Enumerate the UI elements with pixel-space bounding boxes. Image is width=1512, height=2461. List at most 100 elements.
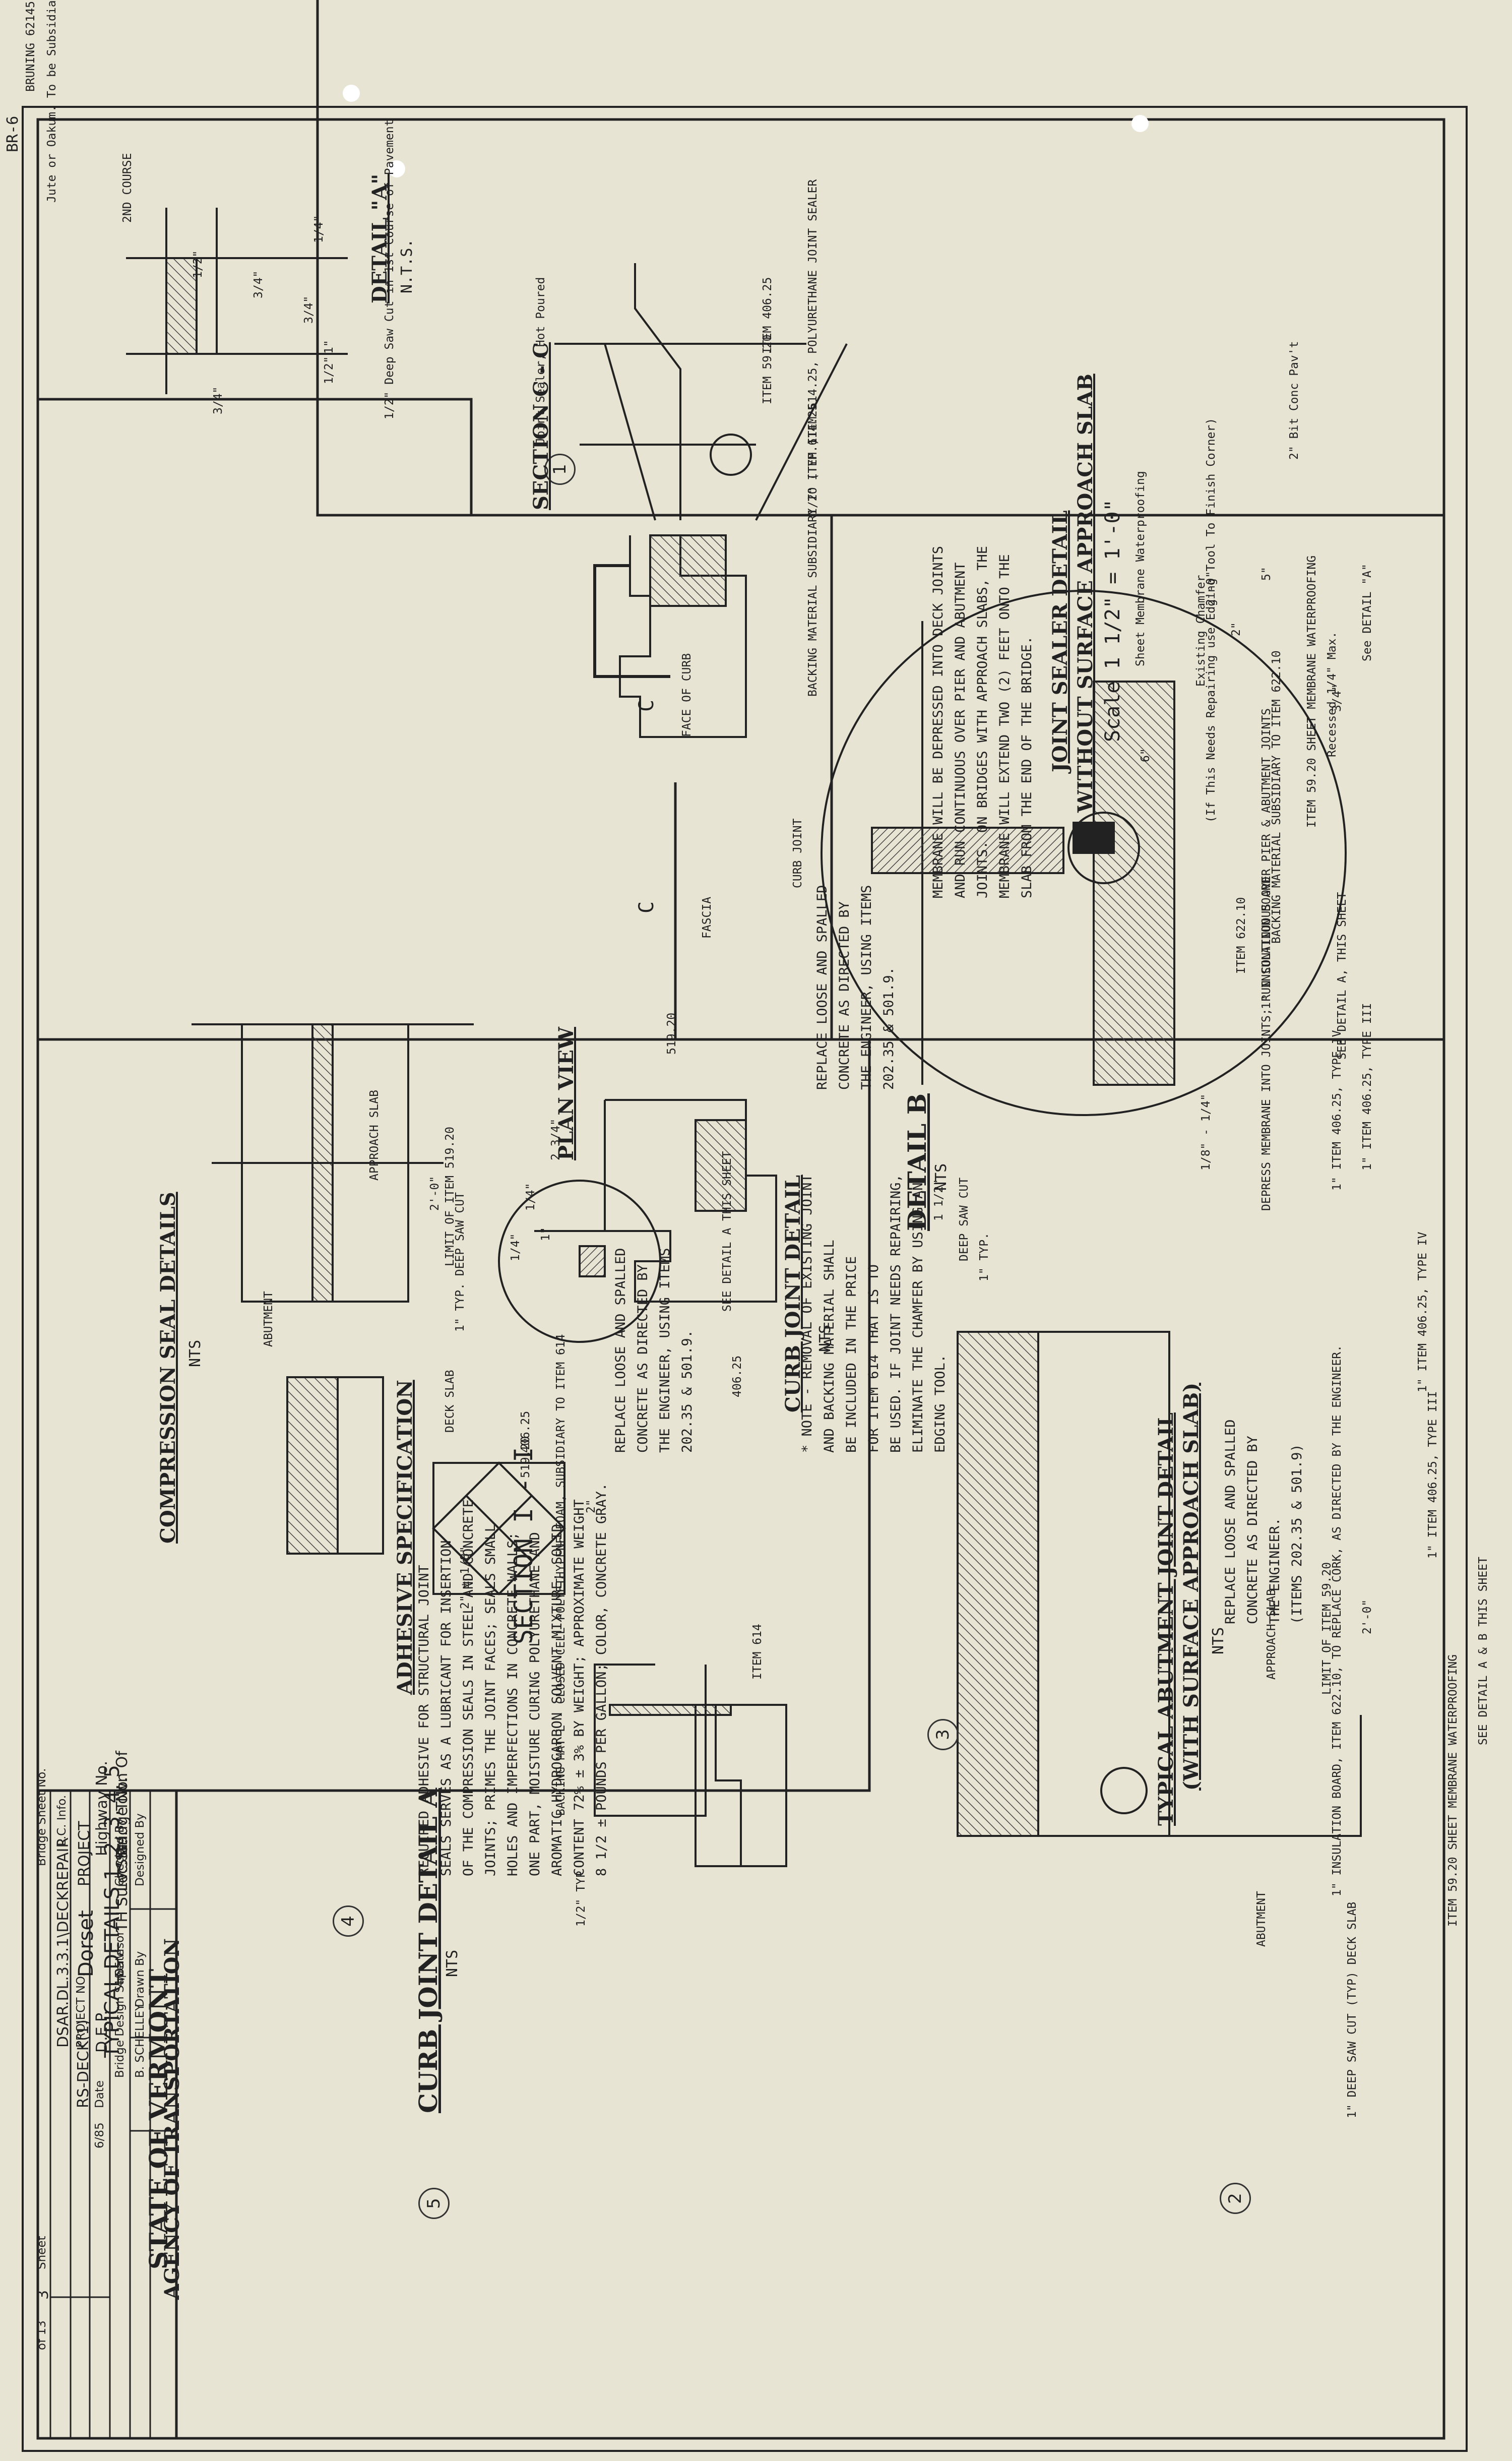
abutment-label: 2'-0": [1361, 1599, 1374, 1634]
abutment-note: REPLACE LOOSE AND SPALLED CONCRETE AS DI…: [1223, 1419, 1305, 1624]
abutment-label: 1" ITEM 406.25, TYPE IV: [1416, 1232, 1429, 1393]
detail-a-scale: N.T.S.: [398, 238, 416, 293]
section-mark: C: [635, 901, 658, 913]
section-cc-title: SECTION C - C: [529, 342, 553, 510]
compression-label: 1" TYP. DEEP SAW CUT: [454, 1192, 467, 1332]
detail-a-label: 1/2" Deep Saw Cut in 1st Course of Pavem…: [383, 119, 396, 419]
joint-sealer-title: JOINT SEALER DETAIL: [1048, 510, 1072, 772]
compression-label: 519.20: [665, 1012, 678, 1055]
punch-hole-1: [343, 85, 360, 102]
abutment-title: TYPICAL ABUTMENT JOINT DETAIL: [1154, 1412, 1178, 1826]
curb-joint-saw-label: DEEP SAW CUT: [958, 1177, 971, 1261]
sheet-id: BR-6: [4, 115, 22, 152]
abutment-label: ITEM 59.20 SHEET MEMBRANE WATERPROOFING: [1446, 1654, 1460, 1927]
title-block-checked-value: TH: [113, 1911, 131, 1932]
compression-title: COMPRESSION SEAL DETAILS: [156, 1192, 180, 1544]
detail-a-label: 1/4": [312, 215, 326, 243]
title-block-sheet-value: 3: [34, 2290, 52, 2300]
joint-sealer-label: 3/4": [1331, 684, 1344, 712]
curb-joint-a-label: BACKING MAT'L - CLOSED CELL POLYETHYLENE…: [554, 1334, 568, 1816]
compression-scale: NTS: [186, 1339, 204, 1367]
joint-sealer-label: 2": [1230, 622, 1243, 636]
detail-a-label: 1/2": [323, 356, 336, 384]
compression-label: 1/4": [509, 1233, 522, 1261]
abutment-subtitle: (WITH SURFACE APPROACH SLAB): [1179, 1382, 1203, 1791]
joint-sealer-scale: Scale 1 1/2" = 1'-0": [1101, 499, 1124, 742]
detail-b-label: 1" ITEM 406.25, TYPE IV: [1331, 1030, 1344, 1191]
joint-sealer-label: 2'-0": [1205, 571, 1218, 606]
abutment-label: 1" DEEP SAW CUT (TYP) DECK SLAB: [1346, 1901, 1359, 2118]
compression-label: 1/4": [524, 1183, 537, 1211]
title-block-agency: AGENCY OF TRANSPORTATION: [160, 1938, 184, 2300]
curb-joint-typ-label: 1" TYP.: [978, 1233, 991, 1281]
compression-label: DECK SLAB: [444, 1370, 457, 1433]
detail-b-label: DEPRESS MEMBRANE INTO JOINTS; RUN CONTIN…: [1260, 708, 1273, 1211]
abutment-label: SEE DETAIL A & B THIS SHEET: [1477, 1557, 1490, 1745]
curb-plan-label: FASCIA: [701, 896, 714, 939]
punch-hole-2: [1131, 115, 1149, 132]
detail-b-label: 1/8" - 1/4": [1200, 1093, 1213, 1171]
joint-sealer-label: 2" Bit Conc Pav't: [1288, 341, 1301, 460]
sheet-stamp: BRUNING 62145: [24, 1, 37, 92]
detail-a-label: 1": [323, 340, 336, 354]
abutment-number: 2: [1220, 2183, 1251, 2214]
curb-joint-a-label: 1/2" TYP: [575, 1871, 588, 1927]
section-mark: C: [635, 699, 658, 712]
abutment-scale: NTS: [1210, 1627, 1227, 1654]
title-block-project-value: Dorset: [75, 1910, 98, 1977]
curb-plan-label: FACE OF CURB: [680, 653, 694, 737]
joint-sealer-label: 6": [1139, 748, 1152, 762]
compression-replace-note: REPLACE LOOSE AND SPALLED CONCRETE AS DI…: [613, 1248, 695, 1453]
section-cc-label: ITEM 59.20: [761, 334, 774, 404]
joint-sealer-label: See DETAIL "A": [1361, 564, 1374, 661]
curb-joint-a-label: ITEM 614: [751, 1624, 764, 1680]
abutment-label: 1" INSULATION BOARD, ITEM 622.10, TO REP…: [1331, 1345, 1344, 1896]
joint-sealer-label: (If This Needs Repairing use Edging Tool…: [1205, 417, 1218, 823]
title-block-lc-value: DSAR.DL.3.3.1\DECKREPAIR: [54, 1837, 72, 2048]
title-block-sheet-label: Bridge Sheet No.: [35, 1768, 48, 1866]
title-block-checked-label: Checked By: [113, 1818, 127, 1886]
detail-b-label: ITEM 59.20 SHEET MEMBRANE WATERPROOFING: [1305, 555, 1318, 828]
title-block-supervisor-value: D.E.P.: [93, 2010, 111, 2053]
title-block-supervisor-label: Bridge Design Supervisor: [113, 1931, 127, 2078]
curb-joint-a-scale: NTS: [444, 1949, 461, 1977]
curb-joint-number: 3: [927, 1719, 959, 1750]
curb-joint-a-number: 5: [418, 2188, 450, 2219]
curb-joint-a-title: CURB JOINT DETAIL A: [413, 1788, 443, 2113]
compression-label: APPROACH SLAB: [368, 1089, 381, 1181]
abutment-label: ABUTMENT: [1255, 1891, 1268, 1947]
abutment-label: APPROACH SLAB: [1265, 1588, 1278, 1680]
detail-b-label: ITEM 622.10: [1235, 897, 1248, 974]
compression-label: 406.25: [731, 1355, 744, 1397]
compression-label: SEE DETAIL A THIS SHEET: [721, 1151, 734, 1312]
joint-sealer-note: MEMBRANE WILL BE DEPRESSED INTO DECK JOI…: [930, 546, 1035, 898]
detail-a-label: 3/4": [212, 386, 225, 414]
title-block-drawn-label: Drawn By: [134, 1951, 147, 2007]
title-block-project-no-value: RS-DECK(1): [75, 2019, 92, 2108]
section-cc-label: BACKING MATERIAL SUBSIDIARY TO ITEM 614.…: [806, 403, 820, 697]
panel-divider-6: [316, 0, 471, 517]
title-block-designed-label: Designed By: [134, 1813, 147, 1886]
panel-divider-5: [38, 398, 832, 517]
detail-a-label: 1/2": [192, 250, 205, 278]
compression-label: 1": [539, 1227, 552, 1241]
title-block-sup-date-value: 6/85: [93, 2122, 106, 2148]
joint-sealer-label: Sheet Membrane Waterproofing: [1134, 471, 1147, 666]
abutment-label: 1" ITEM 406.25, TYPE III: [1426, 1391, 1439, 1559]
border-outer: [22, 106, 1468, 2452]
compression-label: ABUTMENT: [262, 1291, 275, 1347]
compression-label: 2 3/4": [549, 1118, 562, 1160]
compression-number: 4: [333, 1905, 364, 1937]
detail-a-label: 3/4": [252, 270, 265, 298]
detail-b-label: 1" ITEM 406.25, TYPE III: [1361, 1003, 1374, 1171]
compression-label: 2'-0": [428, 1176, 442, 1211]
border-inner: [36, 118, 1445, 2440]
detail-a-label: 2ND COURSE: [121, 153, 134, 223]
section-ii-title: SECTION I - I: [509, 1447, 538, 1644]
joint-sealer-label: 5": [1260, 567, 1273, 581]
detail-a-label: Jute or Oakum. To be Subsidiary to the I…: [45, 0, 58, 203]
title-block-sheet-no-label: Sheet: [35, 2236, 48, 2270]
